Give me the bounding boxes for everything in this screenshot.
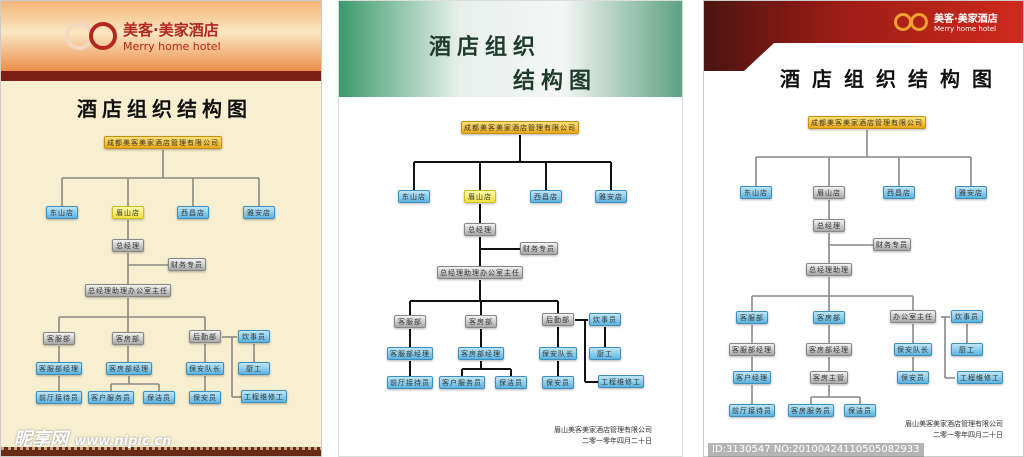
page-title-line-2: 结构图 bbox=[513, 68, 598, 94]
org-node: 总经理助理 bbox=[806, 263, 852, 276]
org-node: 客服部 bbox=[736, 311, 768, 324]
org-node: 客服部经理 bbox=[387, 347, 433, 360]
poster-1: 美客·美家酒店 Merry home hotel 酒店组织结构图 bbox=[0, 0, 322, 457]
org-node: 客户服务员 bbox=[439, 376, 485, 389]
org-node: 雅安店 bbox=[243, 206, 275, 219]
org-node: 西昌店 bbox=[177, 206, 209, 219]
org-node: 厨工 bbox=[589, 347, 621, 360]
org-node: 保安员 bbox=[897, 371, 929, 384]
footer-company: 眉山美客美家酒店管理有限公司 bbox=[554, 426, 652, 434]
org-node: 总经理助理办公室主任 bbox=[437, 266, 523, 279]
org-node: 前厅接待员 bbox=[387, 376, 433, 389]
org-node: 保洁员 bbox=[143, 391, 175, 404]
org-node: 厨工 bbox=[951, 343, 983, 356]
org-node: 厨工 bbox=[238, 362, 270, 375]
header-banner bbox=[339, 1, 682, 97]
org-node: 客服部经理 bbox=[36, 362, 82, 375]
footer-company: 眉山美客美家酒店管理有限公司 bbox=[905, 420, 1003, 428]
logo-face-icon bbox=[910, 12, 928, 31]
page-title-line-1: 酒店组织 bbox=[429, 34, 542, 60]
org-node: 炊事员 bbox=[238, 330, 270, 343]
org-node: 总经理助理办公室主任 bbox=[85, 284, 171, 297]
org-node: 客房部 bbox=[112, 332, 144, 345]
org-node: 成都美客美家酒店管理有限公司 bbox=[461, 121, 579, 134]
org-node: 前厅接待员 bbox=[36, 391, 82, 404]
org-node: 西昌店 bbox=[883, 186, 915, 199]
org-node: 雅安店 bbox=[595, 190, 627, 203]
org-node: 眉山店 bbox=[813, 186, 845, 199]
org-node: 客户经理 bbox=[733, 371, 771, 384]
poster-3: 美客·美家酒店 Merry home hotel 酒店组织结构图 眉山美客美家酒… bbox=[703, 0, 1024, 457]
org-node: 保安队长 bbox=[539, 347, 577, 360]
org-node: 眉山店 bbox=[112, 206, 144, 219]
org-node: 东山店 bbox=[740, 186, 772, 199]
footer-date: 二零一零年四月二十日 bbox=[933, 431, 1003, 439]
org-node: 财务专员 bbox=[873, 238, 911, 251]
footer-date: 二零一零年四月二十日 bbox=[582, 437, 652, 445]
page-title: 酒店组织结构图 bbox=[780, 67, 1004, 91]
watermark-id: ID:3130547 NO:20100424110505082933 bbox=[708, 443, 924, 457]
org-node: 客房部 bbox=[813, 311, 845, 324]
org-node: 财务专员 bbox=[520, 242, 558, 255]
org-node: 客服部 bbox=[43, 332, 75, 345]
org-node: 客房主管 bbox=[810, 371, 848, 384]
org-node: 炊事员 bbox=[951, 310, 983, 323]
org-node: 工程维修工 bbox=[957, 371, 1003, 384]
brand-name-cn: 美客·美家酒店 bbox=[934, 14, 998, 25]
brand-logo: 美客·美家酒店 Merry home hotel bbox=[894, 10, 998, 33]
org-node: 保安队长 bbox=[186, 362, 224, 375]
org-node: 财务专员 bbox=[168, 258, 206, 271]
org-node: 客户服务员 bbox=[88, 391, 134, 404]
org-node: 成都美客美家酒店管理有限公司 bbox=[104, 136, 222, 149]
watermark: 昵享网 www.nipic.cn bbox=[14, 425, 172, 451]
org-node: 总经理 bbox=[112, 239, 144, 252]
footer-border bbox=[1, 447, 321, 456]
org-node: 工程维修工 bbox=[241, 390, 287, 403]
org-node: 工程维修工 bbox=[598, 375, 644, 388]
org-node: 后勤部 bbox=[542, 313, 574, 326]
page-title: 酒店组织结构图 bbox=[77, 97, 252, 121]
watermark-site-name: 昵享网 bbox=[14, 429, 68, 450]
org-node: 保安队长 bbox=[894, 343, 932, 356]
watermark-url: www.nipic.cn bbox=[74, 434, 172, 449]
brand-logo: 美客·美家酒店 Merry home hotel bbox=[65, 19, 221, 53]
brand-name-en: Merry home hotel bbox=[123, 40, 221, 53]
logo-face-icon bbox=[89, 22, 117, 50]
org-node: 客服部 bbox=[394, 315, 426, 328]
org-node: 客房部 bbox=[465, 315, 497, 328]
org-node: 保安员 bbox=[189, 391, 221, 404]
header-band bbox=[1, 71, 321, 81]
org-node: 眉山店 bbox=[464, 190, 496, 203]
footer-note: 眉山美客美家酒店管理有限公司 二零一零年四月二十日 bbox=[554, 425, 652, 447]
org-node: 客房部经理 bbox=[106, 362, 152, 375]
org-node: 雅安店 bbox=[955, 186, 987, 199]
brand-name-cn: 美客·美家酒店 bbox=[123, 21, 219, 39]
org-node: 保安员 bbox=[542, 376, 574, 389]
org-node: 客房部经理 bbox=[458, 347, 504, 360]
org-node: 东山店 bbox=[46, 206, 78, 219]
header-banner bbox=[1, 1, 321, 71]
org-node: 客房部经理 bbox=[806, 343, 852, 356]
org-node: 办公室主任 bbox=[890, 310, 936, 323]
org-node: 西昌店 bbox=[530, 190, 562, 203]
org-node: 炊事员 bbox=[589, 313, 621, 326]
org-node: 东山店 bbox=[398, 190, 430, 203]
org-node: 总经理 bbox=[813, 219, 845, 232]
footer-note: 眉山美客美家酒店管理有限公司 二零一零年四月二十日 bbox=[905, 419, 1003, 441]
brand-name-en: Merry home hotel bbox=[934, 25, 997, 33]
org-node: 总经理 bbox=[464, 223, 496, 236]
org-node: 客服部经理 bbox=[729, 343, 775, 356]
org-node: 后勤部 bbox=[189, 330, 221, 343]
org-node: 成都美客美家酒店管理有限公司 bbox=[808, 116, 926, 129]
org-node: 客房服务员 bbox=[788, 404, 834, 417]
org-node: 保洁员 bbox=[844, 404, 876, 417]
org-node: 前厅接待员 bbox=[729, 404, 775, 417]
org-node: 保洁员 bbox=[495, 376, 527, 389]
